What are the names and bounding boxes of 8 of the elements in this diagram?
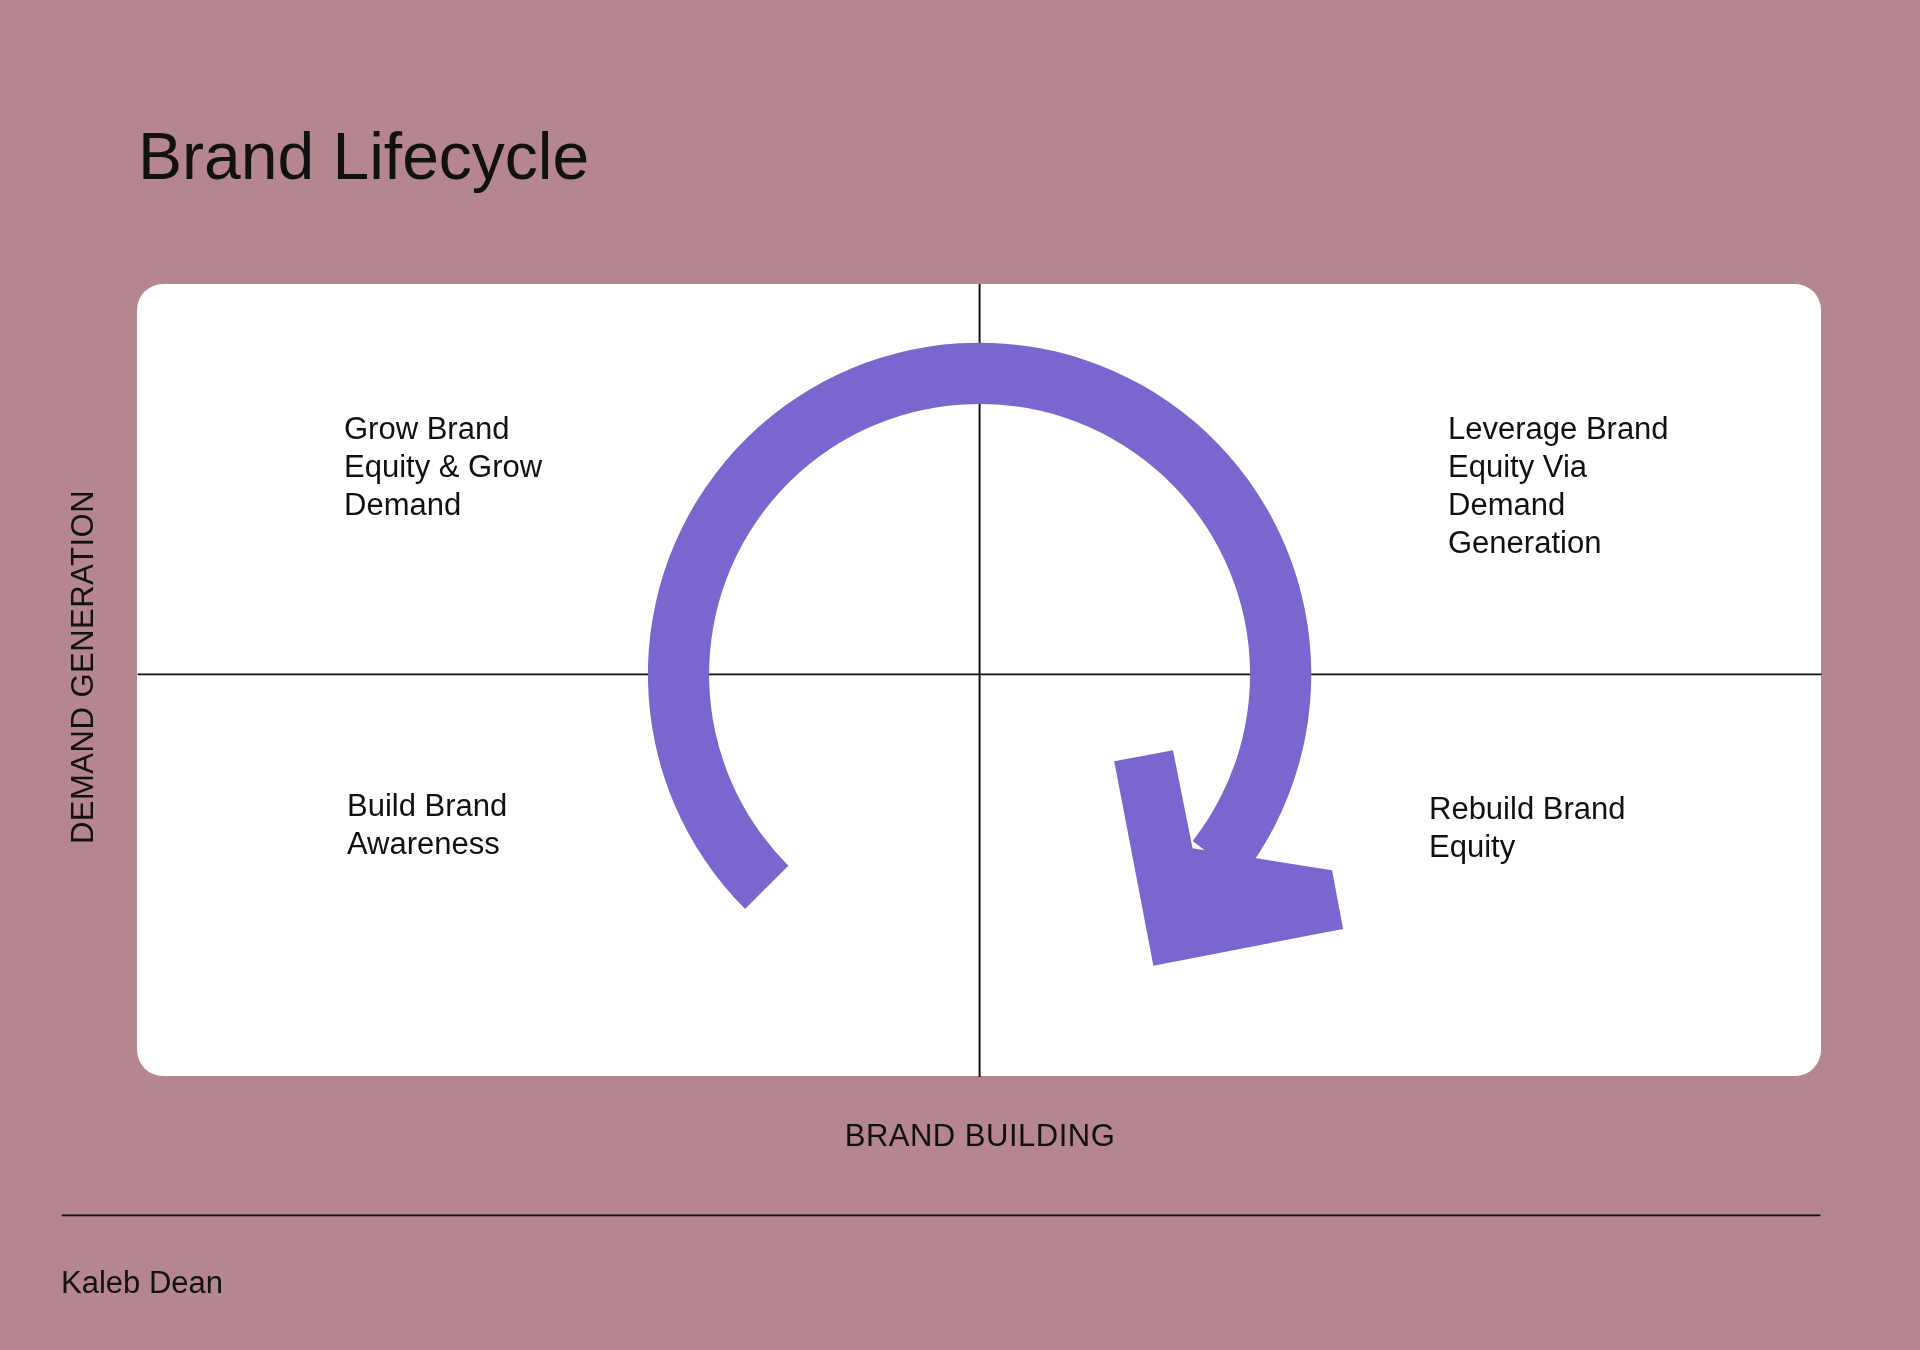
- title: Brand Lifecycle: [138, 118, 590, 194]
- author-name: Kaleb Dean: [61, 1264, 223, 1302]
- axis-title: DEMAND GENERATION: [64, 489, 101, 845]
- quadrant-label: Leverage Brand Equity Via Demand Generation: [1448, 410, 1670, 562]
- axis-title: BRAND BUILDING: [844, 1117, 1116, 1155]
- quadrant-label: Build Brand Awareness: [347, 787, 509, 863]
- quadrant-label: Grow Brand Equity & Grow Demand: [344, 410, 544, 524]
- quadrant-label: Rebuild Brand Equity: [1429, 790, 1627, 866]
